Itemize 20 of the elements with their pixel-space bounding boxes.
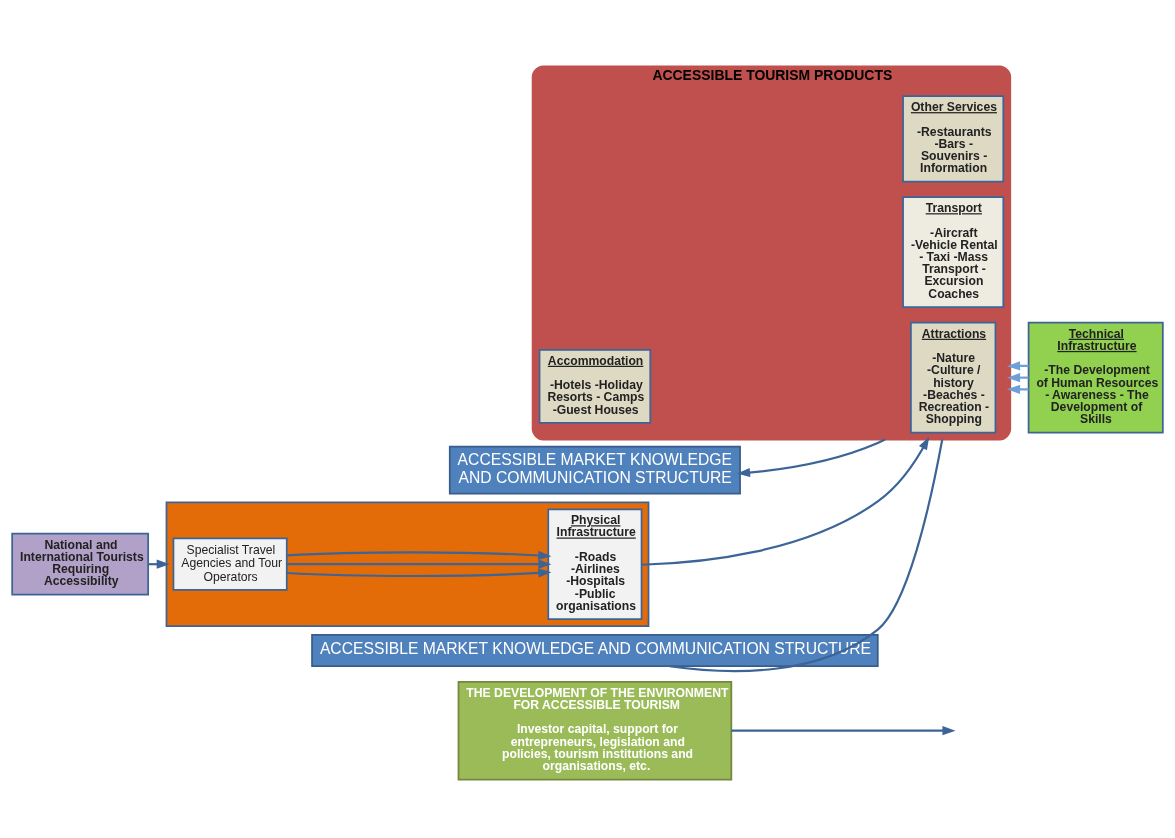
node-box: THE DEVELOPMENT OF THE ENVIRONMENT FOR ACCESSIBLE TOURISM Investor capital, support for entrepreneurs, legislation and policies, tourism institutions and organisations, etc.: [457, 680, 733, 780]
node-box: ACCESSIBLE MARKET KNOWLEDGE AND COMMUNICATION STRUCTURE: [448, 445, 741, 494]
node-box: Technical Infrastructure -The Development of Human Resources - Awareness - The Development of Skills: [1027, 321, 1164, 433]
arrow: [286, 559, 552, 569]
arrow: [286, 567, 552, 578]
node-box: Specialist Travel Agencies and Tour Operators: [172, 537, 288, 591]
node-box: ACCESSIBLE MARKET KNOWLEDGE AND COMMUNICATION STRUCTURE: [311, 633, 879, 667]
arrow: [286, 550, 552, 560]
arrow: [731, 725, 956, 735]
node-box: Accommodation -Hotels -Holiday Resorts - Camps -Guest Houses: [538, 348, 652, 424]
node-box: Other Services -Restaurants -Bars - Souvenirs - Information: [902, 94, 1005, 182]
arrow: [1007, 384, 1029, 394]
cluster: [165, 500, 650, 627]
arrow: [737, 438, 886, 477]
connector: [669, 438, 944, 672]
node-box: Transport -Aircraft -Vehicle Rental - Taxi -Mass Transport - Excursion Coaches: [902, 195, 1005, 308]
node-box: Attractions -Nature -Culture / history -Beaches - Recreation - Shopping: [910, 321, 997, 433]
node-box: National and International Tourists Requiring Accessibility: [11, 532, 150, 596]
arrow: [641, 436, 930, 566]
node-box: Physical Infrastructure -Roads -Airlines -Hospitals -Public organisations: [547, 507, 643, 620]
